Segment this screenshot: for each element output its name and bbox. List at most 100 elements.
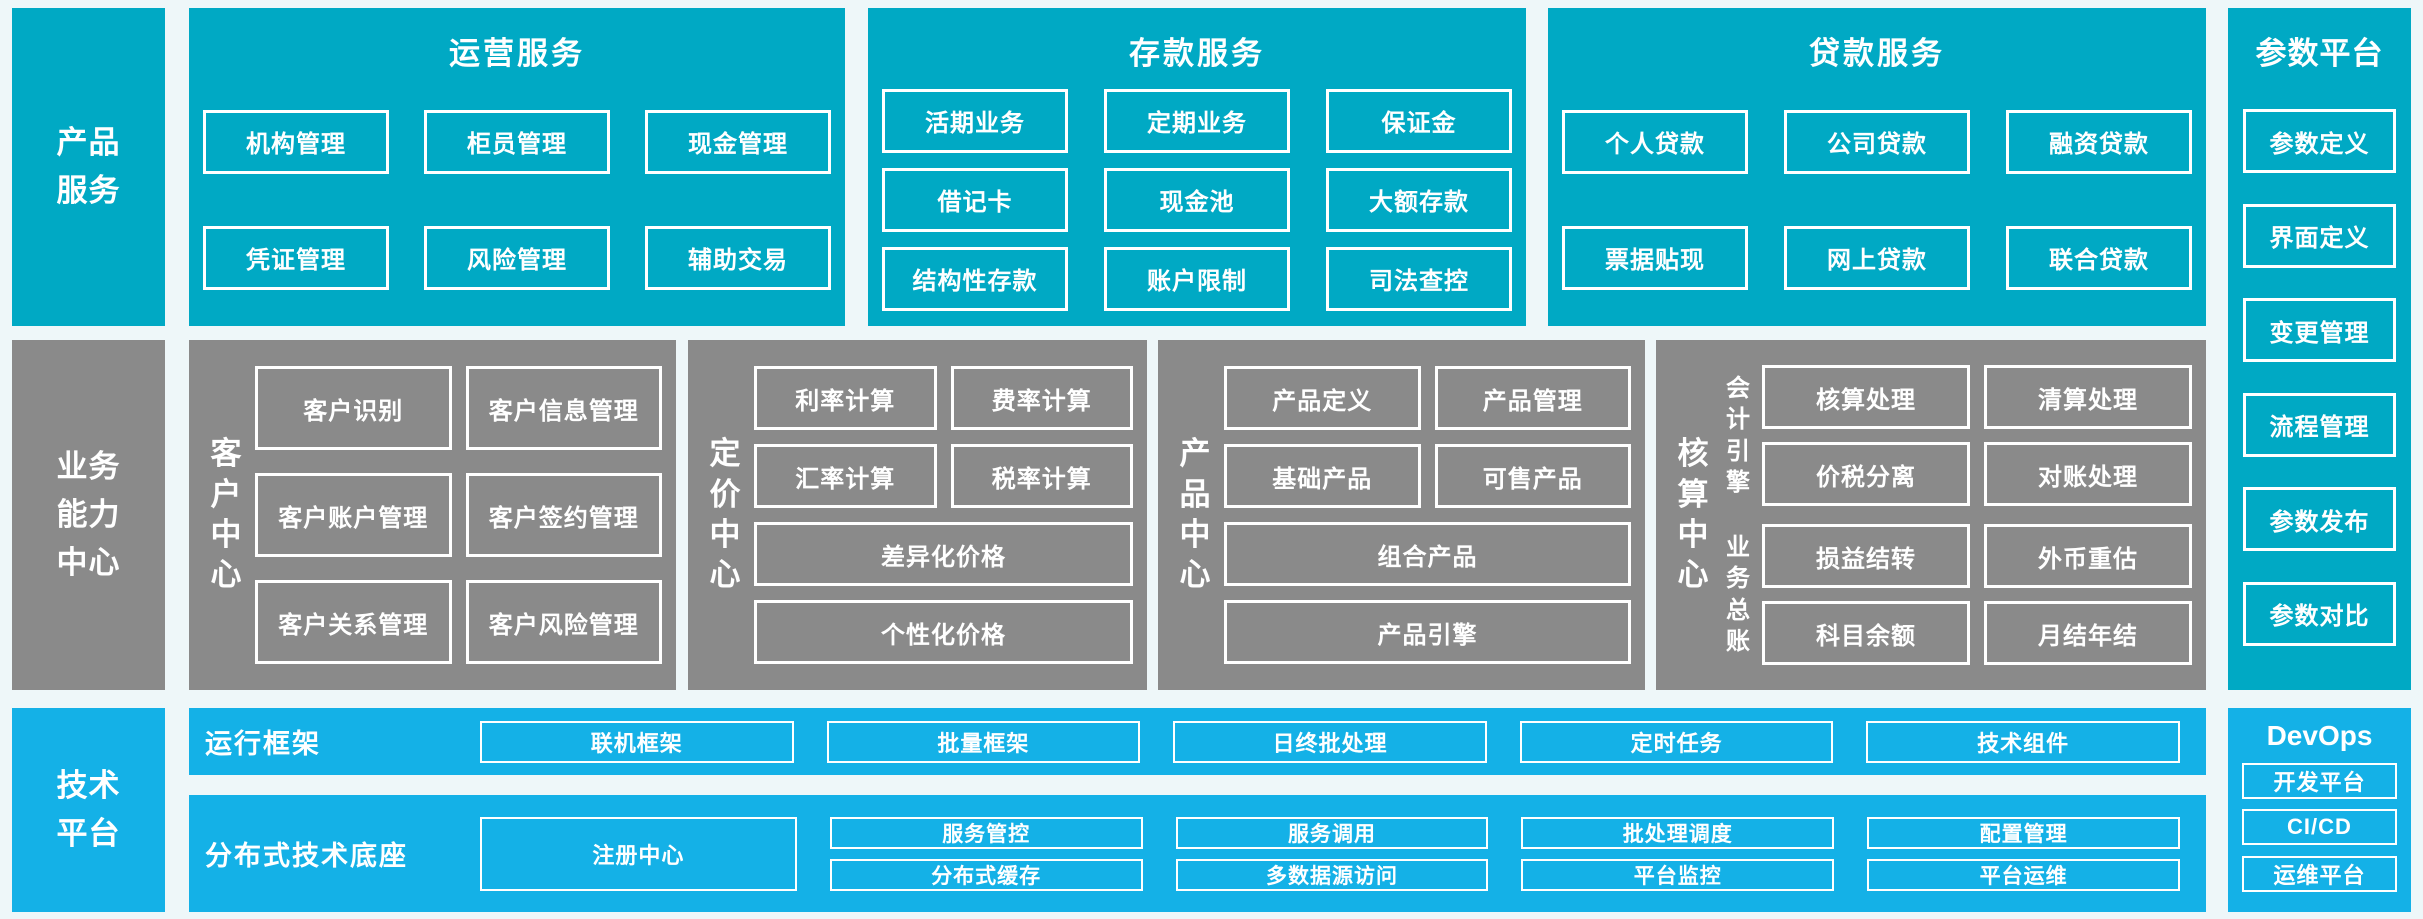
operations-panel: 运营服务 机构管理 柜员管理 现金管理 凭证管理 风险管理 辅助交易 xyxy=(189,8,845,326)
service-box: 保证金 xyxy=(1326,88,1512,153)
distributed-base-label: 分布式技术底座 xyxy=(205,841,408,871)
tech-box: 联机框架 xyxy=(480,720,794,763)
customer-center-grid: 客户识别 客户信息管理 客户账户管理 客户签约管理 客户关系管理 客户风险管理 xyxy=(255,360,662,670)
tech-box: 平台监控 xyxy=(1521,858,1835,891)
devops-title: DevOps xyxy=(2266,720,2373,751)
capability-box: 税率计算 xyxy=(950,444,1133,508)
capability-box: 清算处理 xyxy=(1984,365,2192,429)
product-services-rail: 产品 服务 xyxy=(12,8,165,326)
capability-box: 产品定义 xyxy=(1224,366,1421,430)
capability-box: 组合产品 xyxy=(1224,522,1631,586)
accounting-center-panel: 核 算 中 心 会 计 引 擎 核算处理 清算处理 价税分离 对账处理 业 务 … xyxy=(1656,340,2206,690)
capability-box: 产品管理 xyxy=(1434,366,1631,430)
service-box: 风险管理 xyxy=(424,225,610,290)
capability-box: 汇率计算 xyxy=(754,444,937,508)
customer-center-panel: 客 户 中 心 客户识别 客户信息管理 客户账户管理 客户签约管理 客户关系管理… xyxy=(189,340,676,690)
service-box: 活期业务 xyxy=(882,88,1068,153)
runtime-framework-row: 运行框架 联机框架 批量框架 日终批处理 定时任务 技术组件 xyxy=(189,708,2206,775)
tech-box: 运维平台 xyxy=(2242,855,2397,892)
accounting-groups: 会 计 引 擎 核算处理 清算处理 价税分离 对账处理 业 务 总 账 损益结转… xyxy=(1722,360,2192,670)
pricing-center-label: 定 价 中 心 xyxy=(709,436,741,593)
service-box: 个人贷款 xyxy=(1562,109,1748,174)
service-box: 变更管理 xyxy=(2243,298,2396,363)
product-center-label: 产 品 中 心 xyxy=(1179,436,1211,593)
tech-box: 配置管理 xyxy=(1867,816,2180,849)
parameter-platform-title: 参数平台 xyxy=(2255,36,2384,71)
accounting-engine-label: 会 计 引 擎 xyxy=(1726,375,1750,496)
product-center-grid: 产品定义 产品管理 基础产品 可售产品 组合产品 产品引擎 xyxy=(1224,360,1631,670)
operations-title: 运营服务 xyxy=(449,36,585,71)
service-box: 结构性存款 xyxy=(882,246,1068,311)
distributed-base-row: 分布式技术底座 注册中心 服务管控 分布式缓存 服务调用 多数据源访问 批处理调… xyxy=(189,795,2206,912)
service-box: 机构管理 xyxy=(203,109,389,174)
service-box: 参数对比 xyxy=(2243,581,2396,646)
service-box: 界面定义 xyxy=(2243,203,2396,268)
service-box: 定期业务 xyxy=(1104,88,1290,153)
capability-box: 客户签约管理 xyxy=(465,473,662,557)
business-ledger-label: 业 务 总 账 xyxy=(1726,534,1750,655)
capability-box: 可售产品 xyxy=(1434,444,1631,508)
tech-platform-rail: 技术 平台 xyxy=(12,708,165,912)
capability-box: 个性化价格 xyxy=(754,600,1133,664)
service-box: 网上贷款 xyxy=(1784,225,1970,290)
parameter-platform-boxes: 参数定义 界面定义 变更管理 流程管理 参数发布 参数对比 xyxy=(2228,73,2411,690)
business-capability-rail: 业务 能力 中心 xyxy=(12,340,165,690)
capability-box: 客户信息管理 xyxy=(465,366,662,450)
accounting-engine-group: 会 计 引 擎 核算处理 清算处理 价税分离 对账处理 xyxy=(1722,365,2192,506)
deposit-panel: 存款服务 活期业务 定期业务 保证金 借记卡 现金池 大额存款 结构性存款 账户… xyxy=(868,8,1526,326)
tech-box: 服务管控 xyxy=(829,816,1143,849)
capability-box: 科目余额 xyxy=(1762,601,1970,665)
pricing-center-grid: 利率计算 费率计算 汇率计算 税率计算 差异化价格 个性化价格 xyxy=(754,360,1133,670)
capability-box: 差异化价格 xyxy=(754,522,1133,586)
tech-box: 定时任务 xyxy=(1519,720,1834,763)
operations-grid: 机构管理 柜员管理 现金管理 凭证管理 风险管理 辅助交易 xyxy=(189,73,845,326)
tech-box: 平台运维 xyxy=(1867,858,2180,891)
tech-box: 开发平台 xyxy=(2242,762,2397,799)
service-box: 现金池 xyxy=(1104,167,1290,232)
customer-center-label: 客 户 中 心 xyxy=(210,436,242,593)
loan-panel: 贷款服务 个人贷款 公司贷款 融资贷款 票据贴现 网上贷款 联合贷款 xyxy=(1548,8,2206,326)
service-box: 账户限制 xyxy=(1104,246,1290,311)
service-box: 流程管理 xyxy=(2243,392,2396,457)
service-box: 大额存款 xyxy=(1326,167,1512,232)
service-box: 柜员管理 xyxy=(424,109,610,174)
service-box: 司法查控 xyxy=(1326,246,1512,311)
service-box: 辅助交易 xyxy=(645,225,831,290)
tech-box: CI/CD xyxy=(2242,809,2397,845)
tech-box: 多数据源访问 xyxy=(1175,858,1489,891)
capability-box: 损益结转 xyxy=(1762,524,1970,588)
service-box: 票据贴现 xyxy=(1562,225,1748,290)
tech-box: 技术组件 xyxy=(1866,720,2180,763)
service-box: 参数发布 xyxy=(2243,487,2396,552)
pricing-center-panel: 定 价 中 心 利率计算 费率计算 汇率计算 税率计算 差异化价格 个性化价格 xyxy=(688,340,1147,690)
tech-box: 批量框架 xyxy=(826,720,1141,763)
capability-box: 外币重估 xyxy=(1984,524,2192,588)
tech-box: 分布式缓存 xyxy=(829,858,1143,891)
capability-box: 客户关系管理 xyxy=(255,580,452,664)
tech-box: 日终批处理 xyxy=(1173,720,1487,763)
capability-box: 客户风险管理 xyxy=(465,580,662,664)
capability-box: 费率计算 xyxy=(950,366,1133,430)
capability-box: 客户账户管理 xyxy=(255,473,452,557)
capability-box: 客户识别 xyxy=(255,366,452,450)
tech-box: 批处理调度 xyxy=(1521,816,1835,849)
loan-grid: 个人贷款 公司贷款 融资贷款 票据贴现 网上贷款 联合贷款 xyxy=(1548,73,2206,326)
capability-box: 基础产品 xyxy=(1224,444,1421,508)
devops-panel: DevOps 开发平台 CI/CD 运维平台 xyxy=(2228,708,2411,912)
product-center-panel: 产 品 中 心 产品定义 产品管理 基础产品 可售产品 组合产品 产品引擎 xyxy=(1158,340,1645,690)
service-box: 凭证管理 xyxy=(203,225,389,290)
service-box: 借记卡 xyxy=(882,167,1068,232)
loan-title: 贷款服务 xyxy=(1809,36,1945,71)
capability-box: 月结年结 xyxy=(1984,601,2192,665)
capability-box: 对账处理 xyxy=(1984,442,2192,506)
deposit-title: 存款服务 xyxy=(1129,36,1265,71)
business-ledger-group: 业 务 总 账 损益结转 外币重估 科目余额 月结年结 xyxy=(1722,524,2192,665)
runtime-framework-label: 运行框架 xyxy=(205,729,321,759)
service-box: 公司贷款 xyxy=(1784,109,1970,174)
capability-box: 产品引擎 xyxy=(1224,600,1631,664)
tech-box: 服务调用 xyxy=(1175,816,1489,849)
parameter-platform-panel: 参数平台 参数定义 界面定义 变更管理 流程管理 参数发布 参数对比 xyxy=(2228,8,2411,690)
deposit-grid: 活期业务 定期业务 保证金 借记卡 现金池 大额存款 结构性存款 账户限制 司法… xyxy=(868,73,1526,326)
service-box: 融资贷款 xyxy=(2006,109,2192,174)
